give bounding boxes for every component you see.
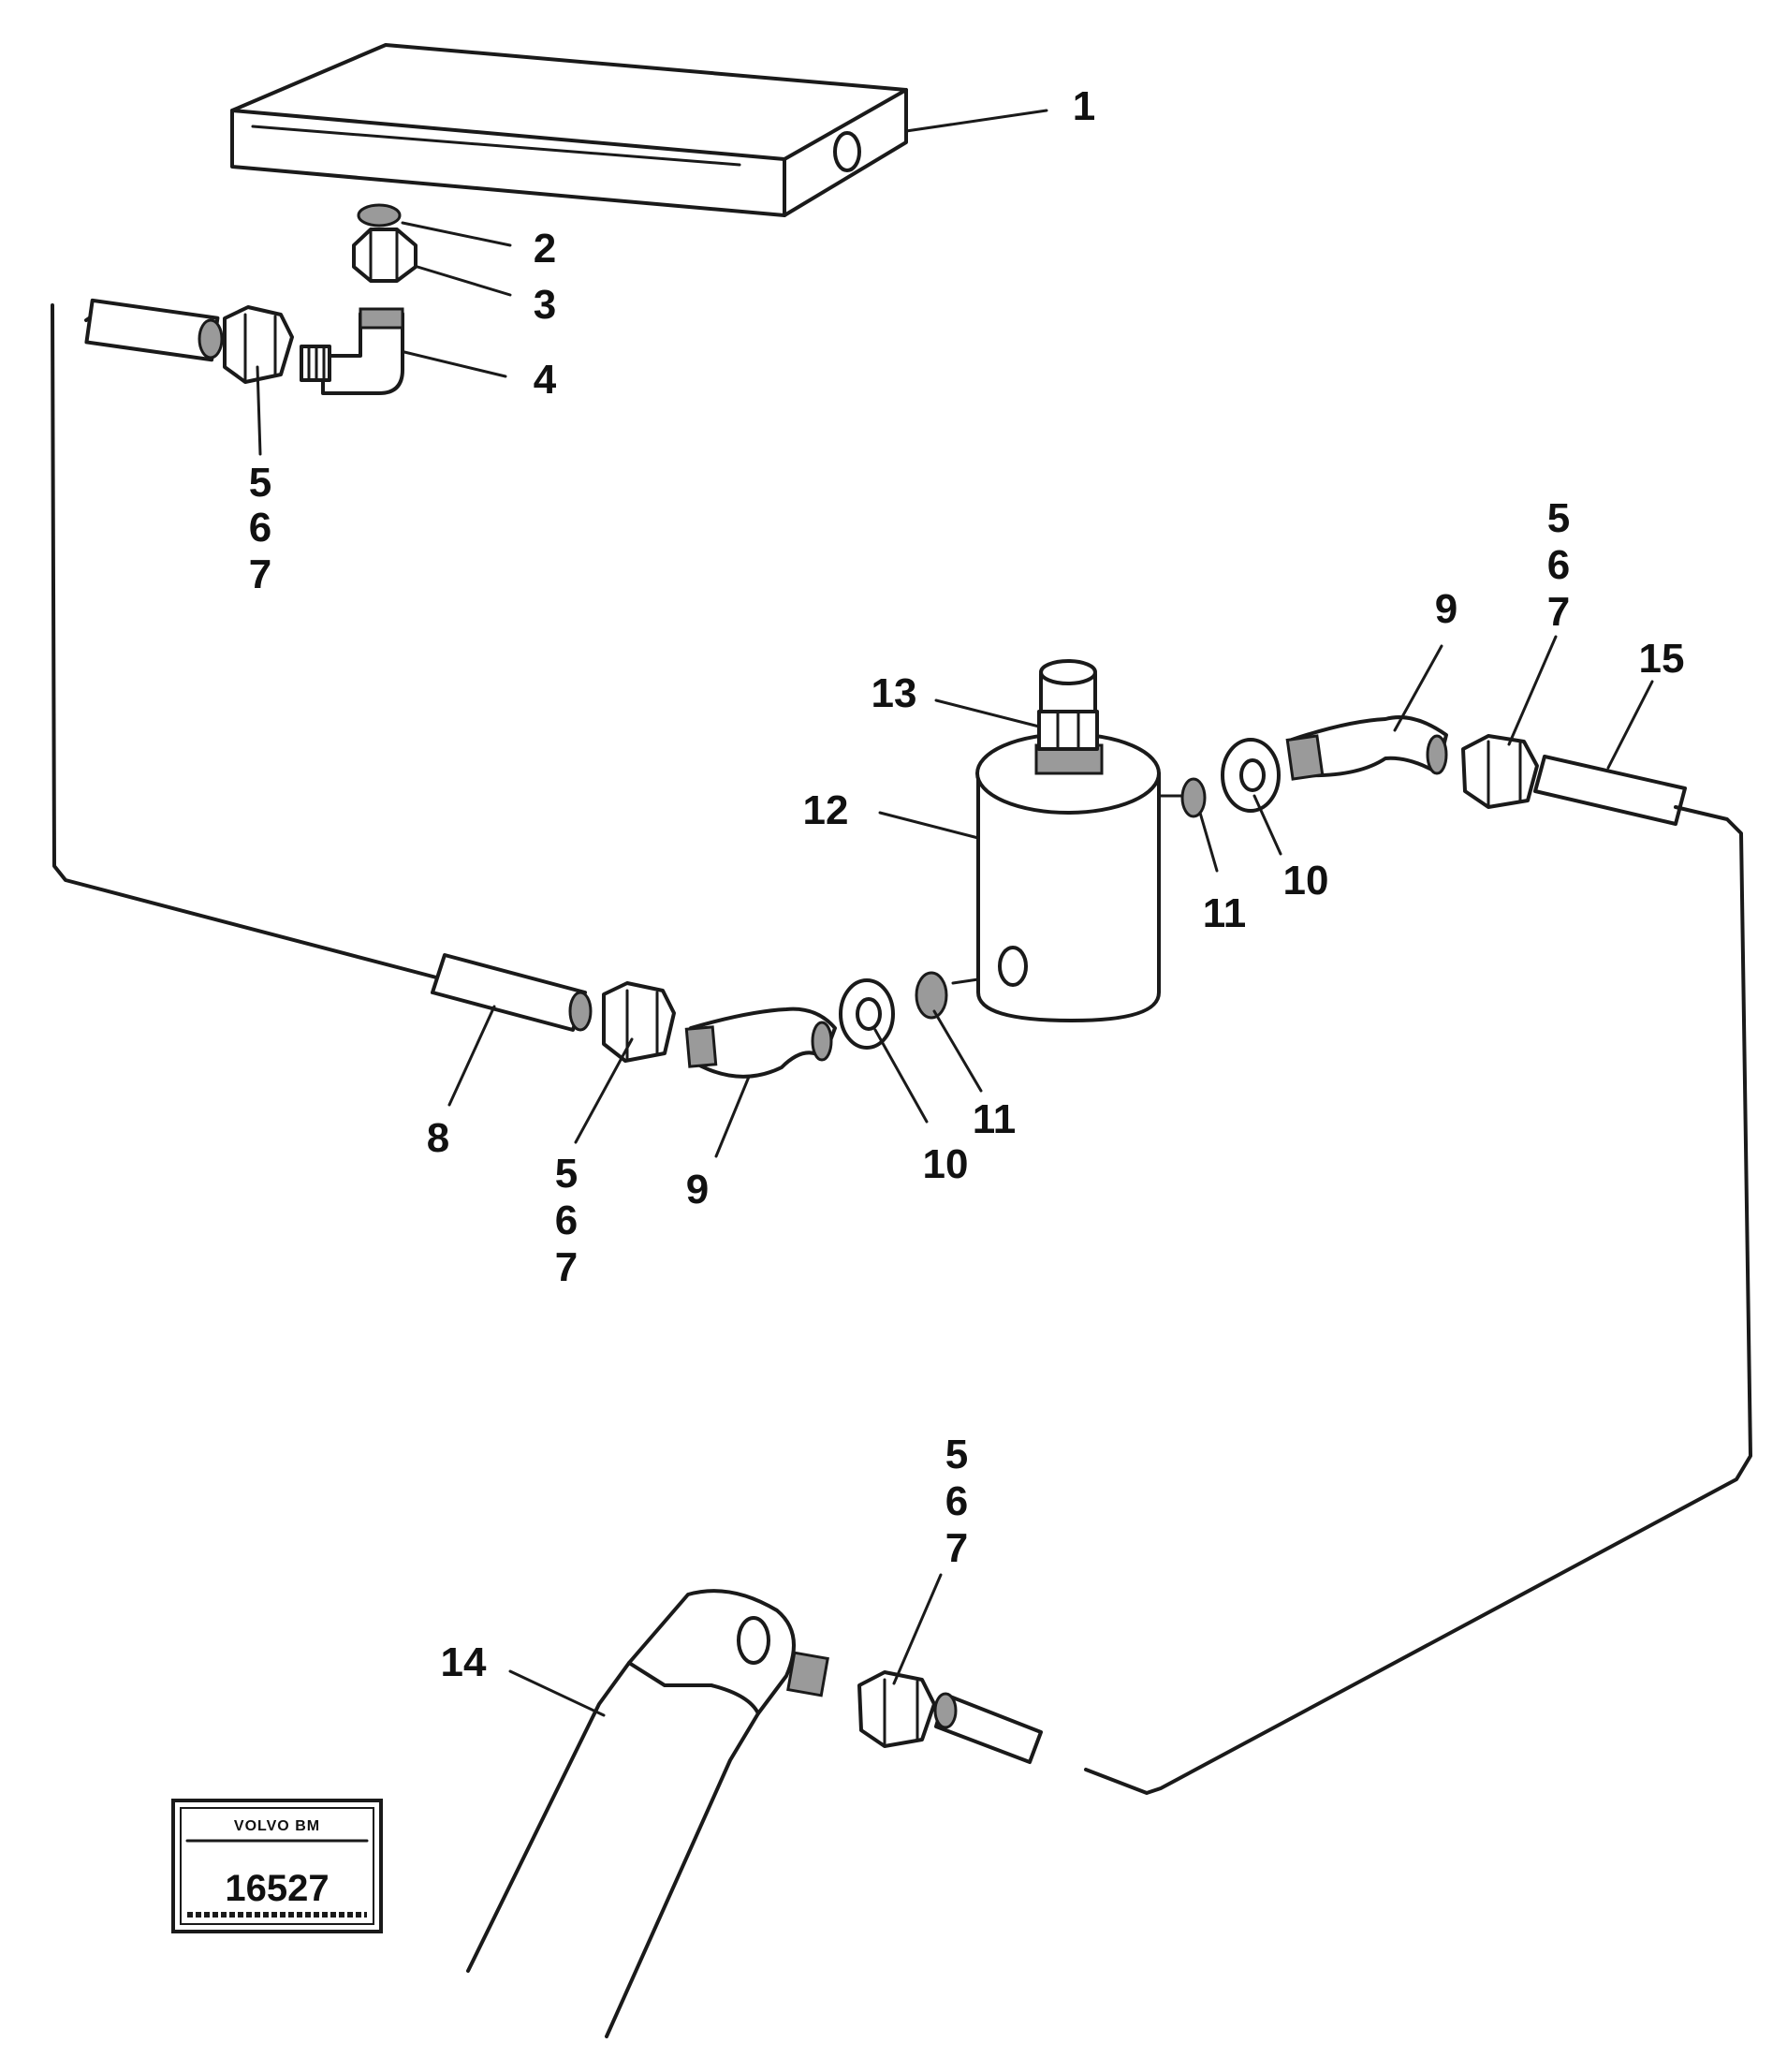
callout-5: 5 — [945, 1432, 968, 1477]
part-9-elbow-upper — [1285, 715, 1448, 781]
callout-labels: 1 2 3 4 5 6 7 8 5 6 7 9 10 11 12 13 11 1… — [249, 83, 1685, 1685]
coupling-nut-upper-left — [84, 298, 294, 384]
callout-10: 10 — [923, 1141, 969, 1187]
callout-2: 2 — [534, 226, 556, 272]
pipe-right — [1084, 805, 1752, 1795]
callout-14: 14 — [441, 1639, 487, 1685]
callout-8: 8 — [427, 1115, 449, 1161]
stamp-brand: VOLVO BM — [234, 1818, 320, 1834]
callout-6: 6 — [249, 505, 271, 551]
callout-11: 11 — [1203, 890, 1247, 936]
callout-11: 11 — [973, 1096, 1017, 1142]
part-11-washer-upper — [1180, 777, 1207, 818]
hose-end-bottom — [933, 1692, 1043, 1764]
part-8-hose-end — [431, 953, 593, 1032]
part-2-washer — [357, 203, 402, 228]
callout-6: 6 — [945, 1478, 968, 1524]
part-12-cylinder — [975, 732, 1161, 1022]
part-10-ring-upper — [1221, 738, 1281, 813]
callout-7: 7 — [945, 1525, 968, 1571]
volvo-bm-stamp: VOLVO BM 16527 — [171, 1799, 383, 1933]
callout-7: 7 — [1547, 589, 1570, 635]
callout-12: 12 — [803, 787, 849, 833]
callout-1: 1 — [1073, 83, 1095, 129]
part-1-block — [230, 43, 908, 217]
coupling-nut-bottom — [857, 1670, 936, 1748]
callout-9: 9 — [1435, 586, 1457, 632]
stamp-number: 16527 — [225, 1868, 329, 1909]
leader-lines — [256, 109, 1654, 1717]
pipe-left — [51, 303, 442, 980]
part-11-washer-lower — [915, 971, 948, 1020]
coupling-nut-upper-right — [1461, 734, 1539, 809]
callout-5: 5 — [249, 460, 271, 506]
part-14-cylinder-end — [466, 1589, 829, 2038]
part-13-top-fitting — [1034, 659, 1104, 775]
part-4-elbow — [300, 307, 404, 395]
callout-5: 5 — [555, 1151, 578, 1197]
callout-13: 13 — [872, 670, 917, 716]
callout-7: 7 — [249, 551, 271, 597]
coupling-nut-lower-left — [602, 981, 676, 1063]
part-10-ring-lower — [839, 978, 895, 1050]
callout-15: 15 — [1639, 636, 1685, 682]
callout-6: 6 — [555, 1198, 578, 1243]
callout-9: 9 — [686, 1167, 709, 1212]
part-3-nut — [352, 228, 417, 283]
callout-7: 7 — [555, 1244, 578, 1290]
callout-3: 3 — [534, 282, 556, 328]
part-9-elbow-lower — [684, 1007, 837, 1079]
callout-4: 4 — [534, 357, 557, 403]
callout-10: 10 — [1283, 858, 1329, 904]
callout-5: 5 — [1547, 495, 1570, 541]
part-15-hose-end — [1533, 755, 1687, 826]
callout-6: 6 — [1547, 542, 1570, 588]
